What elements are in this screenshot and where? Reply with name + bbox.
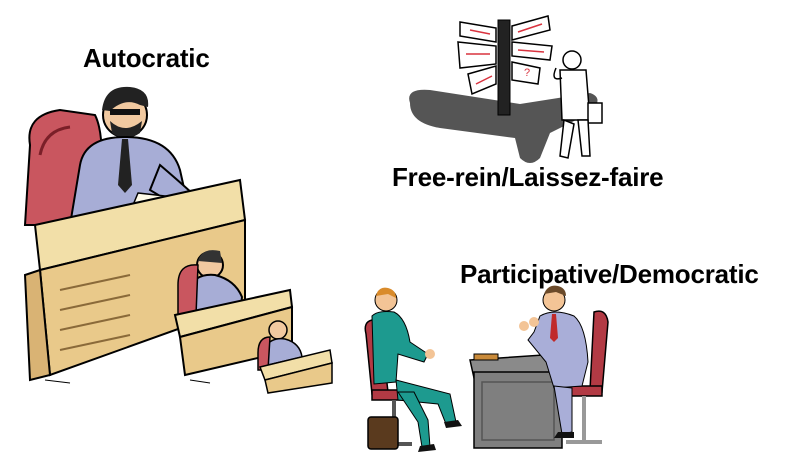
autocratic-illustration bbox=[23, 86, 333, 394]
participative-label: Participative/Democratic bbox=[460, 259, 759, 289]
svg-text:?: ? bbox=[524, 67, 530, 79]
free-rein-illustration: ? bbox=[409, 15, 603, 163]
participative-illustration bbox=[364, 285, 609, 452]
autocratic-label: Autocratic bbox=[83, 43, 210, 73]
free-rein-label: Free-rein/Laissez-faire bbox=[392, 162, 664, 192]
